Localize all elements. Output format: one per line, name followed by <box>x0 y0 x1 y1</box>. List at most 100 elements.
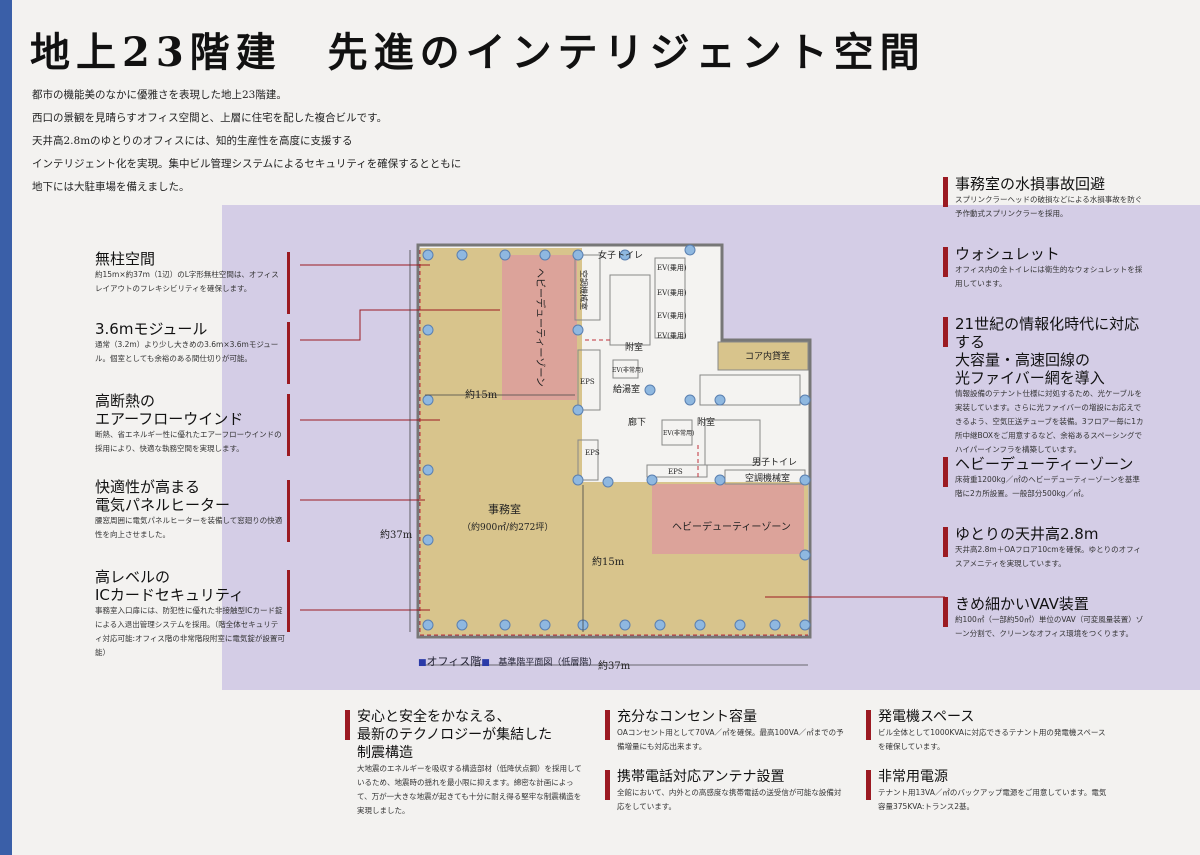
feature-block: 事務室の水損事故回避スプリンクラーヘッドの破損などによる水損事故を防ぐ予作動式ス… <box>943 175 1145 221</box>
ev-label: EV(乗用) <box>657 263 687 272</box>
accent-bar <box>943 177 948 207</box>
dimension-37m: 約37m <box>598 659 631 672</box>
accent-bar <box>943 457 948 487</box>
column-marker <box>684 244 696 256</box>
feature-block: ゆとりの天井高2.8m 天井高2.8m＋OAフロア10cmを確保。ゆとりのオフィス… <box>943 525 1145 571</box>
accent-bar <box>287 394 290 456</box>
heavy-duty-zone-2 <box>652 484 804 554</box>
accent-bar <box>605 770 610 800</box>
column-marker <box>422 324 434 336</box>
feature-title: 充分なコンセント容量 <box>617 709 757 725</box>
feature-title: 非常用電源 <box>878 769 948 785</box>
column-marker <box>499 619 511 631</box>
column-marker <box>799 549 811 561</box>
accent-bar <box>866 710 871 740</box>
intro-line: 都市の機能美のなかに優雅さを表現した地上23階建。 <box>32 89 287 101</box>
feature-title: 発電機スペース <box>878 709 975 725</box>
feature-title: ヘビーデューティーゾーン <box>955 455 1134 473</box>
column-marker <box>422 394 434 406</box>
core-rental-label: コア内貸室 <box>745 350 790 362</box>
column-marker <box>456 619 468 631</box>
feature-text: OAコンセント用として70VA／㎡を確保。最高100VA／㎡までの予備増量にも対… <box>617 728 844 751</box>
feature-title: 21世紀の情報化時代に対応する 大容量・高速回線の 光ファイバー網を導入 <box>955 315 1140 387</box>
feature-title: ウォシュレット <box>955 245 1060 263</box>
feature-title: 高レベルの ICカードセキュリティ <box>95 568 244 604</box>
womens-toilet-label: 女子トイレ <box>598 249 643 261</box>
column-marker <box>456 249 468 261</box>
heavy-duty-zone-1 <box>502 255 577 400</box>
core-rental-room <box>717 341 809 371</box>
feature-block: 非常用電源テナント用13VA／㎡のバックアップ電源をご用意しています。電気容量3… <box>866 768 1108 814</box>
intro-line: 天井高2.8mのゆとりのオフィスには、知的生産性を高度に支援する <box>32 135 353 147</box>
column-marker <box>572 324 584 336</box>
feature-block: 高レベルの ICカードセキュリティ事務室入口扉には、防犯性に優れた非接触型ICカ… <box>95 568 290 660</box>
column-marker <box>539 619 551 631</box>
vestibule-label: 附室 <box>697 416 715 428</box>
column-marker <box>572 249 584 261</box>
feature-title: 高断熱の エアーフローウインド <box>95 392 244 428</box>
ev-emergency-label: EV(非常用) <box>612 366 643 374</box>
feature-title: 3.6mモジュール <box>95 320 208 338</box>
feature-text: 断熱、省エネルギー性に優れたエアーフローウインドの採用により、快適な執務空間を実… <box>95 430 282 453</box>
feature-text: 事務室入口扉には、防犯性に優れた非接触型ICカード錠による入退出管理システムを採… <box>95 606 285 657</box>
column-marker <box>499 249 511 261</box>
feature-title: ゆとりの天井高2.8m <box>955 525 1099 543</box>
pantry-label: 給湯室 <box>613 383 640 395</box>
intro-text: 都市の機能美のなかに優雅さを表現した地上23階建。 西口の景観を見晴らすオフィス… <box>32 84 461 199</box>
column-marker <box>572 474 584 486</box>
feature-block: 高断熱の エアーフローウインド断熱、省エネルギー性に優れたエアーフローウインドの… <box>95 392 290 456</box>
column-marker <box>799 474 811 486</box>
page-edge <box>0 0 12 855</box>
caption-floor: オフィス階 <box>426 655 482 668</box>
feature-text: ビル全体として1000KVAに対応できるテナント用の発電機スペースを確保していま… <box>878 728 1106 751</box>
intro-line: 地下には大駐車場を備えました。 <box>32 181 190 193</box>
column-marker <box>572 404 584 416</box>
feature-text: 約15m×約37m（1辺）のL字形無柱空間は、オフィスレイアウトのフレキシビリテ… <box>95 270 279 293</box>
accent-bar <box>287 480 290 542</box>
column-marker <box>714 394 726 406</box>
feature-title: 無柱空間 <box>95 250 156 268</box>
plan-caption: ■オフィス階■ 基準階平面図（低層階） <box>418 655 598 668</box>
mens-toilet-label: 男子トイレ <box>752 457 797 468</box>
dimension-15m: 約15m <box>592 555 625 568</box>
feature-block: 発電機スペースビル全体として1000KVAに対応できるテナント用の発電機スペース… <box>866 708 1108 754</box>
accent-bar <box>605 710 610 740</box>
column-marker <box>602 476 614 488</box>
accent-bar <box>943 597 948 627</box>
feature-block: 充分なコンセント容量 OAコンセント用として70VA／㎡を確保。最高100VA／㎡… <box>605 708 847 754</box>
office-label: 事務室 <box>488 502 521 516</box>
vestibule-label: 附室 <box>625 341 643 353</box>
feature-text: スプリンクラーヘッドの破損などによる水損事故を防ぐ予作動式スプリンクラーを採用。 <box>955 195 1143 218</box>
feature-text: 約100㎡（一部約50㎡）単位のVAV（可変風量装置）ゾーン分割で、クリーンなオ… <box>955 615 1144 638</box>
dimension-15m: 約15m <box>465 388 498 401</box>
column-marker <box>644 384 656 396</box>
column-marker <box>422 619 434 631</box>
accent-bar <box>943 527 948 557</box>
feature-text: 全館において、内外との高感度な携帯電話の送受信が可能な設備対応をしています。 <box>617 788 842 811</box>
feature-title: 携帯電話対応アンテナ設置 <box>617 769 785 785</box>
ev-label: EV(乗用) <box>657 311 687 320</box>
feature-title: きめ細かいVAV装置 <box>955 595 1089 613</box>
feature-text: 天井高2.8m＋OAフロア10cmを確保。ゆとりのオフィスアメニティを実現してい… <box>955 545 1141 568</box>
feature-text: 情報設備のテナント仕様に対処するため、光ケーブルを実装しています。さらに光ファイ… <box>955 389 1144 454</box>
accent-bar <box>943 247 948 277</box>
feature-text: 大地震のエネルギーを吸収する構造部材（低降伏点鋼）を採用しているため、地震時の揺… <box>357 764 582 815</box>
ev-label: EV(乗用) <box>657 331 687 340</box>
feature-title: 快適性が高まる 電気パネルヒーター <box>95 478 231 514</box>
heavy-zone-label: ヘビーデューティーゾーン <box>672 520 791 533</box>
column-marker <box>646 474 658 486</box>
ac-room-label: 空調機械室 <box>745 472 790 484</box>
column-marker <box>684 394 696 406</box>
feature-title: 安心と安全をかなえる、 最新のテクノロジーが集結した 制震構造 <box>357 709 553 761</box>
column-marker <box>769 619 781 631</box>
dimension-37m: 約37m <box>380 528 413 541</box>
intro-line: 西口の景観を見晴らすオフィス空間と、上層に住宅を配した複合ビルです。 <box>32 112 388 124</box>
column-marker <box>714 474 726 486</box>
feature-block: 21世紀の情報化時代に対応する 大容量・高速回線の 光ファイバー網を導入情報設備… <box>943 315 1145 457</box>
column-marker <box>422 464 434 476</box>
feature-block: きめ細かいVAV装置約100㎡（一部約50㎡）単位のVAV（可変風量装置）ゾーン… <box>943 595 1145 641</box>
column-marker <box>422 534 434 546</box>
feature-text: オフィス内の全トイレには衛生的なウォシュレットを採用しています。 <box>955 265 1143 288</box>
accent-bar <box>287 322 290 384</box>
